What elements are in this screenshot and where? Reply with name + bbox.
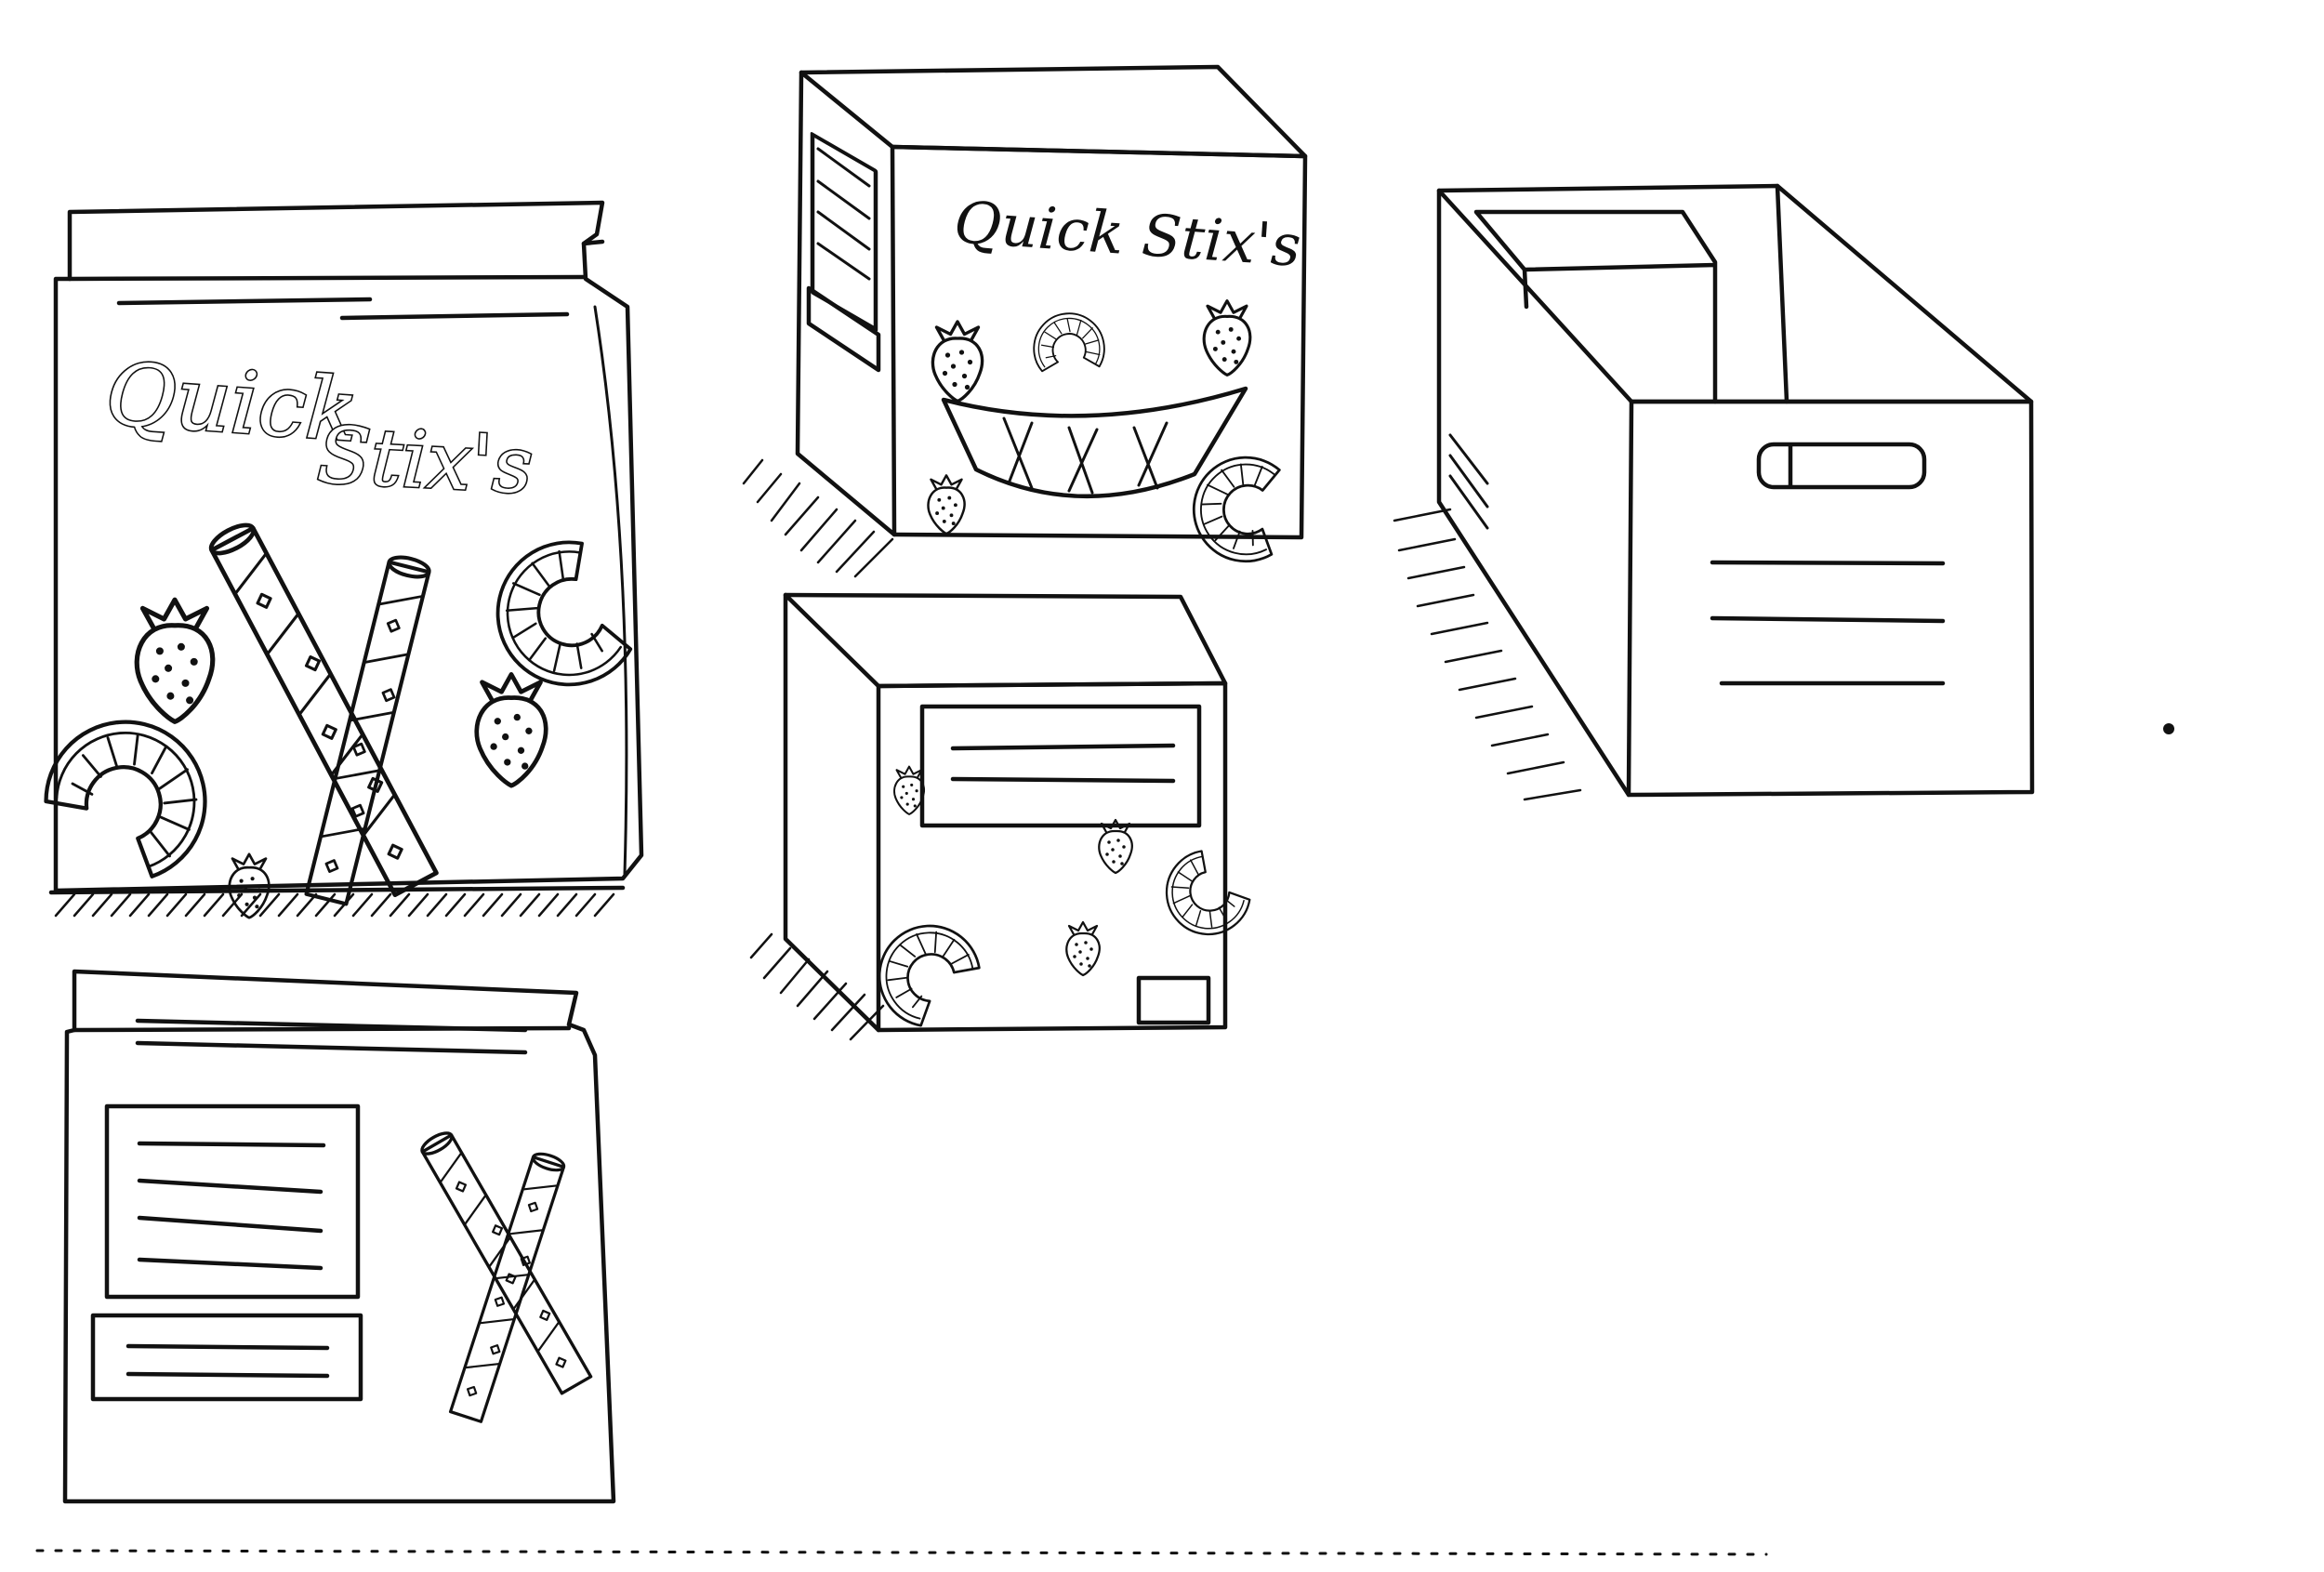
pineapple-slice-icon [1018, 297, 1118, 398]
open-carton-sketch [1393, 183, 2035, 801]
pineapple-slice-icon [46, 722, 205, 877]
strawberry-icon [477, 674, 546, 786]
strawberry-icon [1065, 920, 1101, 977]
bag-front-shadow [48, 885, 626, 918]
box-back-barcode [1136, 975, 1211, 1025]
strawberry-icon [1098, 818, 1133, 875]
bag-front-sketch: Quick Stix's [46, 200, 667, 919]
strawberry-icon [137, 600, 213, 721]
strawberry-icon [893, 765, 925, 815]
bag-back-sticks-illustration [416, 1127, 593, 1423]
box-back-info-panel [919, 704, 1202, 828]
box-window-smile [941, 386, 1248, 498]
pineapple-slice-icon [870, 917, 986, 1036]
box-front-sketch: Quick Stix's [742, 64, 1315, 582]
pineapple-slice-icon [1158, 845, 1258, 943]
box-back-sketch [749, 592, 1258, 1041]
bag-brand-word-quick: Quick [102, 344, 361, 461]
pineapple-slice-icon [1173, 438, 1315, 582]
bag-back-barcode-panel [90, 1313, 363, 1402]
carton-handle-cutout [1756, 442, 1927, 490]
bag-brand-word-stix: Stix's [315, 409, 535, 511]
bag-wafer-sticks-illustration [207, 520, 437, 905]
strawberry-icon [927, 474, 966, 535]
bag-back-sketch [62, 969, 616, 1504]
box-brand-text: Quick Stix's [952, 188, 1303, 280]
strawberry-icon [931, 320, 984, 403]
strawberry-icon [1202, 299, 1252, 376]
bag-back-info-panel [104, 1103, 361, 1300]
